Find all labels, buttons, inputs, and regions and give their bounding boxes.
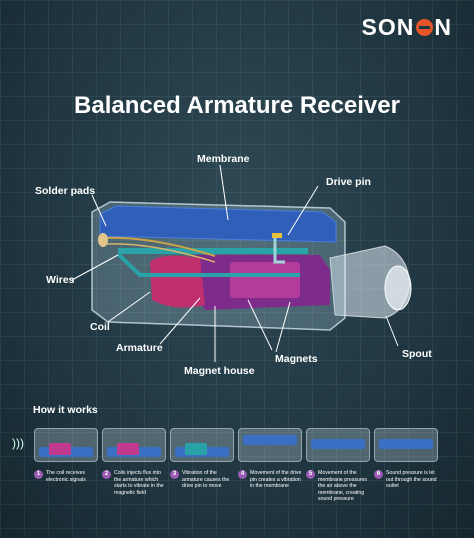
step-thumbnail xyxy=(374,428,438,462)
how-it-works-heading: How it works xyxy=(33,404,98,416)
label-magnet-house: Magnet house xyxy=(184,365,255,377)
step-thumbnail xyxy=(238,428,302,462)
step-number: 3 xyxy=(170,470,179,479)
step-thumbnail xyxy=(34,428,98,462)
coil-shape xyxy=(150,256,205,308)
step-text: Movement of the membrane pressures the a… xyxy=(318,470,372,503)
step-number: 4 xyxy=(238,470,247,479)
solder-pads-shape xyxy=(98,233,108,247)
sound-wave-icon: ))) xyxy=(12,436,24,450)
label-membrane: Membrane xyxy=(197,153,250,165)
step-number: 5 xyxy=(306,470,315,479)
step-text: Coils injects flux into the armature whi… xyxy=(114,470,168,496)
step-thumbnail xyxy=(306,428,370,462)
label-coil: Coil xyxy=(90,321,110,333)
step-number: 1 xyxy=(34,470,43,479)
armature-shape xyxy=(118,248,308,254)
step-number: 2 xyxy=(102,470,111,479)
label-magnets: Magnets xyxy=(275,353,318,365)
step-thumbnail xyxy=(170,428,234,462)
step-text: Movement of the drive pin creates a vibr… xyxy=(250,470,304,490)
receiver-illustration xyxy=(0,0,474,400)
step-text: The coil receives electronic signals xyxy=(46,470,100,483)
label-drive-pin: Drive pin xyxy=(326,176,371,188)
step-text: Vibration of the armature causes the dri… xyxy=(182,470,236,490)
step-number: 6 xyxy=(374,470,383,479)
magnets-shape xyxy=(230,262,300,298)
step-text: Sound pressure is let out through the so… xyxy=(386,470,440,490)
label-armature: Armature xyxy=(116,342,163,354)
label-spout: Spout xyxy=(402,348,432,360)
label-wires: Wires xyxy=(46,274,75,286)
step-thumbnail xyxy=(102,428,166,462)
membrane-shape xyxy=(100,206,336,242)
label-solder-pads: Solder pads xyxy=(35,185,95,197)
